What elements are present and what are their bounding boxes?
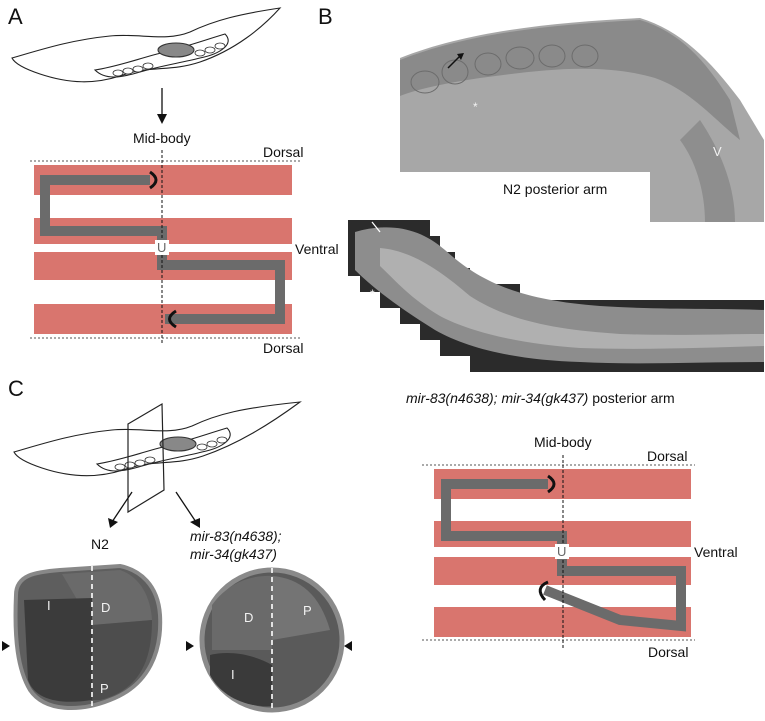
n2-section-d: D bbox=[101, 600, 111, 615]
panel-a-worm bbox=[11, 7, 282, 83]
panel-b-letter: B bbox=[318, 4, 333, 29]
n2-section-i: I bbox=[47, 598, 51, 613]
c-dorsal-top: Dorsal bbox=[647, 448, 688, 464]
panel-a-dorsal-top: Dorsal bbox=[263, 144, 304, 160]
n2-caption: N2 posterior arm bbox=[503, 181, 608, 197]
panel-c-gonad-diagram bbox=[422, 455, 695, 650]
panel-a-dorsal-bottom: Dorsal bbox=[263, 340, 304, 356]
mutant-caption-genotype: mir-83(n4638); mir-34(gk437) bbox=[406, 390, 589, 406]
c-ventral: Ventral bbox=[694, 544, 738, 560]
c-distal-tip-bottom bbox=[538, 580, 549, 602]
mutant-section-d: D bbox=[244, 610, 254, 625]
n2-section-arrowhead bbox=[2, 641, 10, 651]
mutant-cross-section bbox=[199, 567, 345, 713]
panel-c-worm bbox=[13, 401, 302, 514]
a-u-box bbox=[155, 240, 169, 255]
c-midbody-label: Mid-body bbox=[534, 434, 592, 450]
panel-a-midbody-label: Mid-body bbox=[133, 130, 191, 146]
panel-a-ventral: Ventral bbox=[295, 241, 339, 257]
distal-tip-top bbox=[149, 170, 158, 190]
mutant-section-i: I bbox=[231, 667, 235, 682]
arrow-to-n2 bbox=[111, 491, 133, 523]
n2-section-p: P bbox=[100, 681, 109, 696]
c-u-mark: U bbox=[557, 544, 567, 559]
n2-section-label: N2 bbox=[91, 536, 109, 552]
arrow-to-mutant bbox=[175, 491, 197, 523]
c-distal-tip-top bbox=[547, 474, 556, 494]
n2-micrograph bbox=[400, 18, 764, 222]
distal-tip-bottom bbox=[168, 309, 177, 329]
n2-v-mark: V bbox=[713, 144, 722, 159]
c-gonad-tube bbox=[441, 479, 686, 632]
panel-a-letter: A bbox=[8, 4, 23, 29]
panel-a-u-mark: U bbox=[157, 240, 167, 255]
mutant-label-line1: mir-83(n4638); bbox=[190, 528, 282, 544]
mutant-micrograph bbox=[348, 220, 764, 372]
panel-c-letter: C bbox=[8, 376, 24, 401]
section-plane bbox=[127, 402, 165, 514]
mutant-asterisk: * bbox=[370, 287, 375, 301]
mutant-caption: mir-83(n4638); mir-34(gk437) posterior a… bbox=[406, 390, 675, 406]
n2-asterisk: * bbox=[473, 100, 478, 114]
mutant-caption-rest: posterior arm bbox=[592, 390, 675, 406]
c-dorsal-bottom: Dorsal bbox=[648, 644, 689, 660]
c-u-box bbox=[555, 544, 569, 559]
mutant-left-arrowhead bbox=[186, 641, 194, 651]
mutant-right-arrowhead bbox=[344, 641, 352, 651]
mutant-label-line2: mir-34(gk437) bbox=[190, 546, 277, 562]
n2-cross-section bbox=[13, 563, 163, 712]
mutant-section-p: P bbox=[303, 603, 312, 618]
